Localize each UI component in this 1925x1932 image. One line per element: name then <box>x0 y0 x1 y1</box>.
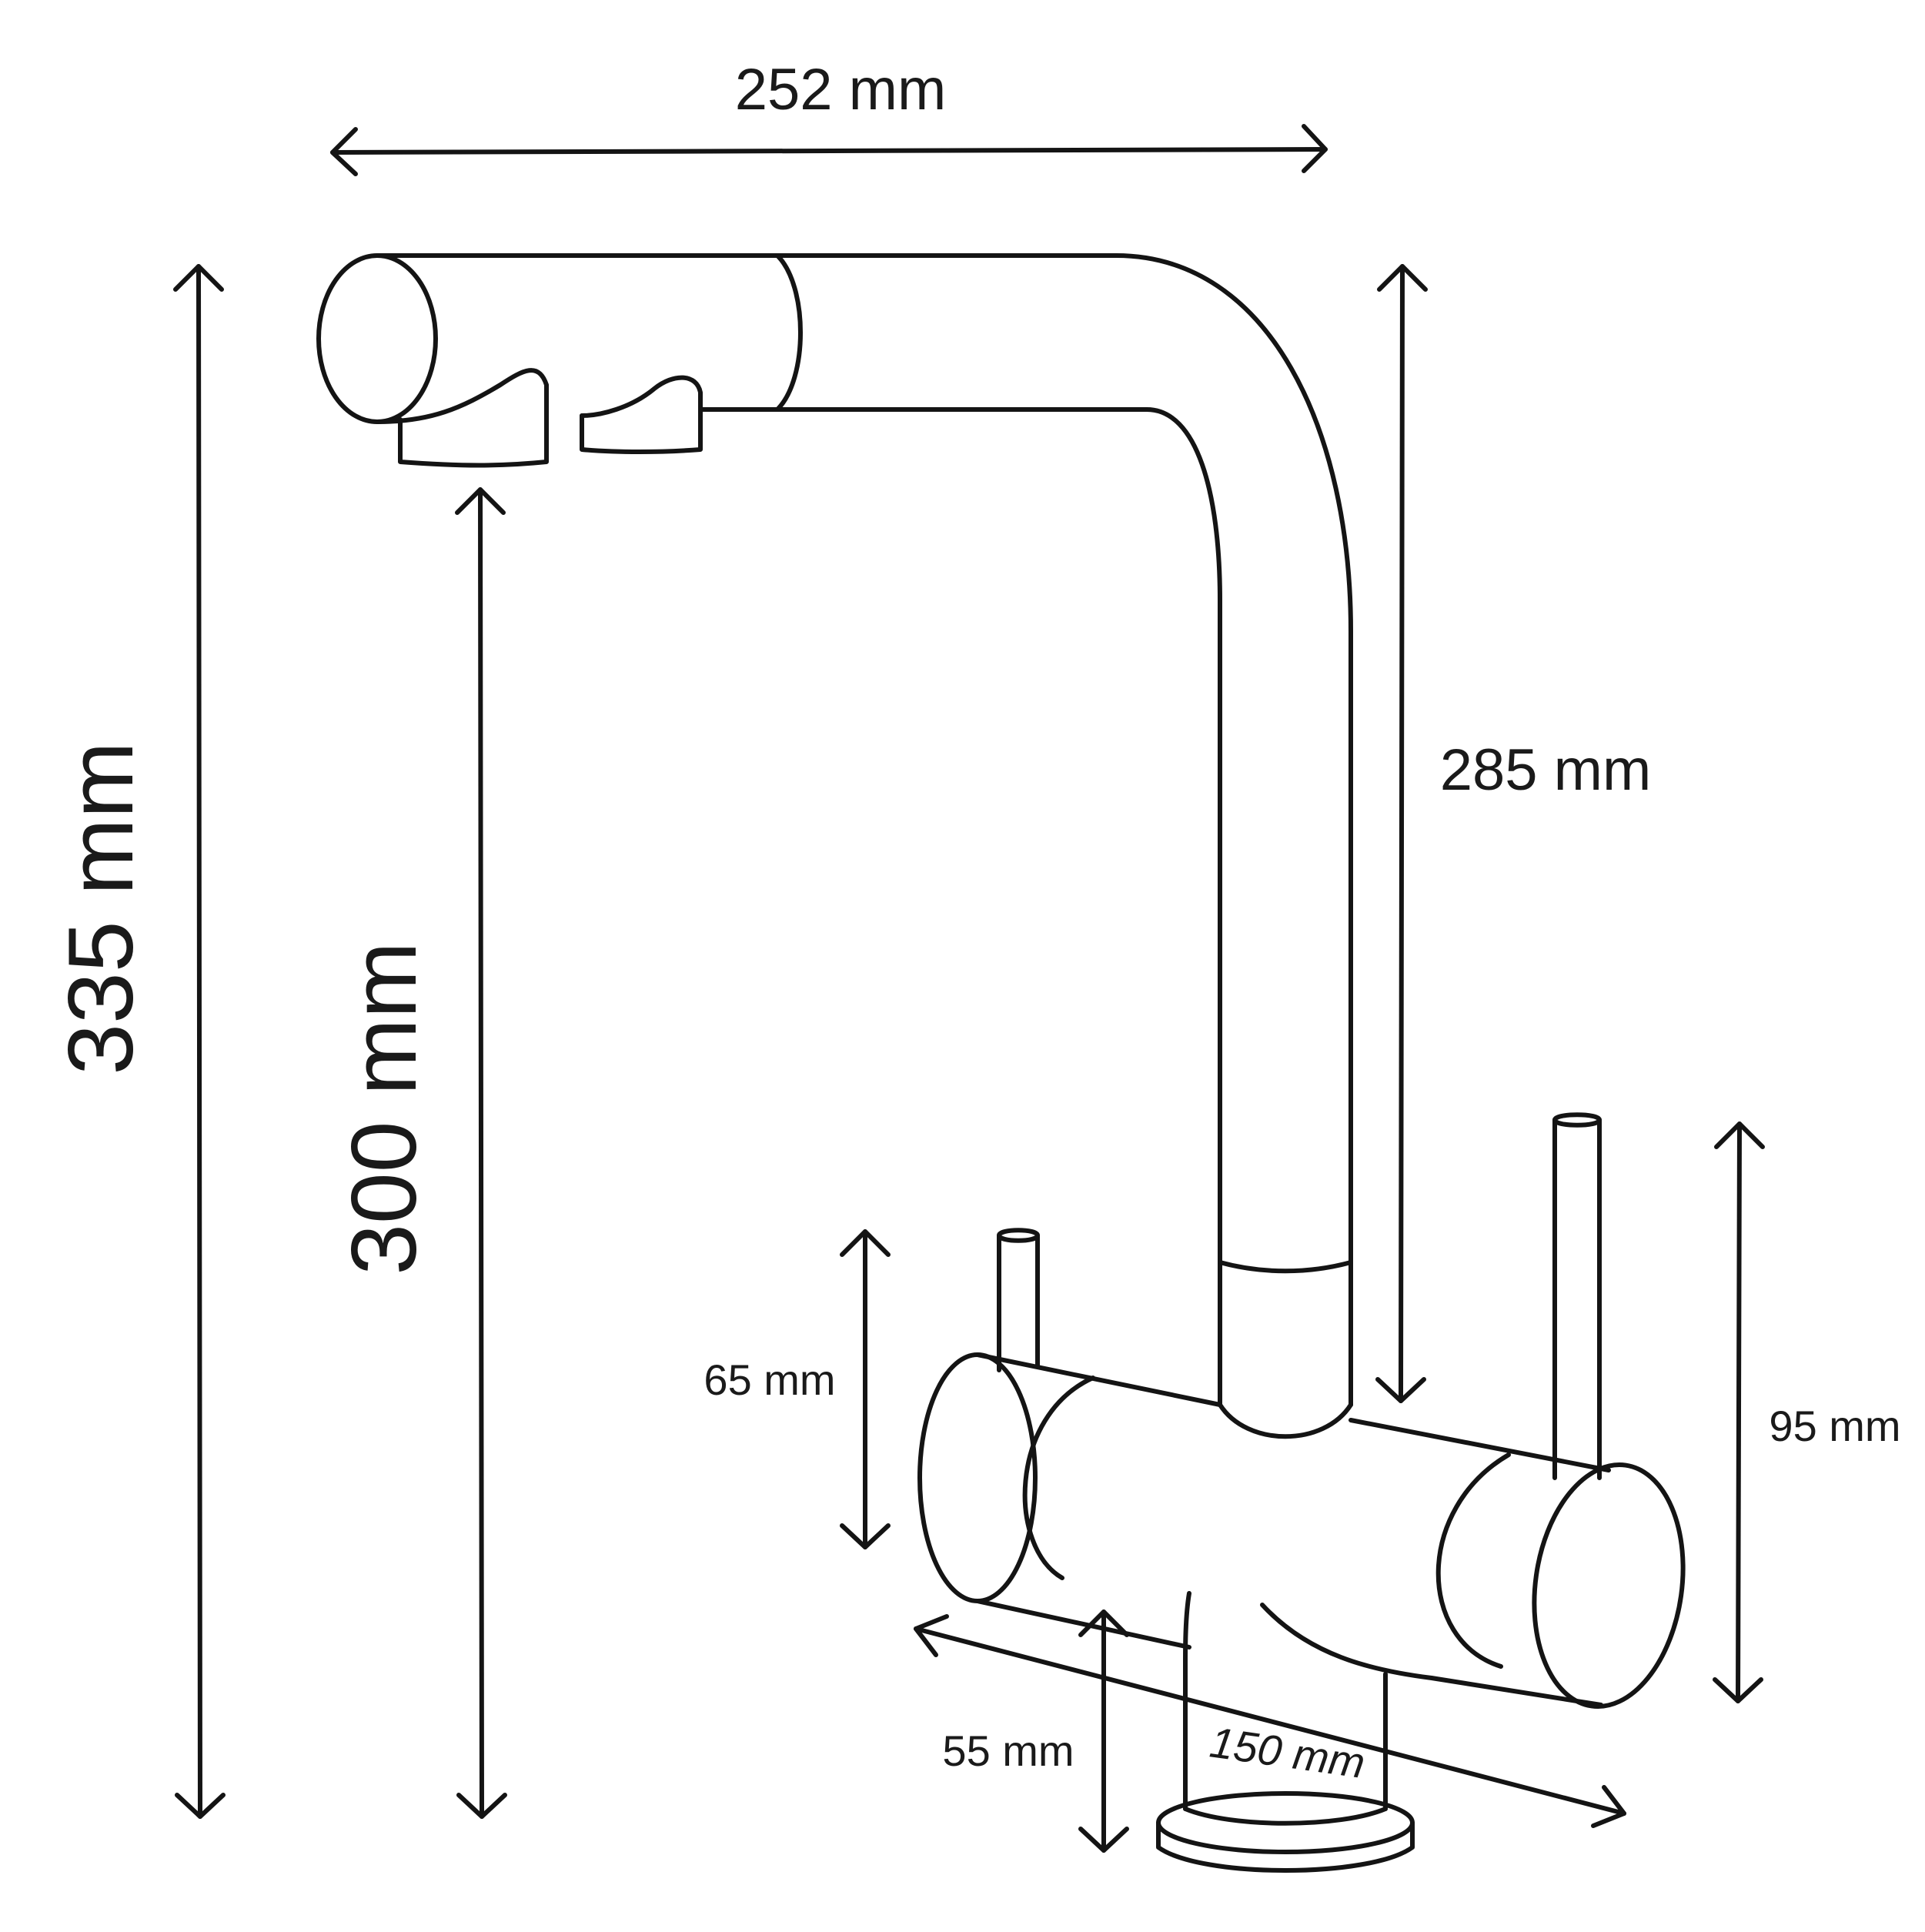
spout-reach-arrow <box>330 124 1328 176</box>
body-width-arrow <box>914 1614 1626 1828</box>
spout-height-label: 285 mm <box>1440 737 1652 803</box>
total-height-label: 335 mm <box>49 741 152 1075</box>
left-lever-height-arrow <box>840 1229 891 1549</box>
right-lever-height-label: 95 mm <box>1769 1402 1900 1450</box>
total-height-arrow <box>173 264 226 1819</box>
base-height-arrow <box>1078 1609 1129 1853</box>
left-lever-height-label: 65 mm <box>703 1355 835 1404</box>
base-height-label: 55 mm <box>942 1726 1074 1775</box>
faucet-outline <box>316 253 1686 1873</box>
dimension-lines <box>173 124 1765 1853</box>
spout-height-arrow <box>1375 264 1428 1403</box>
spout-arm <box>775 253 1353 1439</box>
outlet-height-arrow <box>455 487 507 1819</box>
spout-head <box>316 253 803 468</box>
right-lever <box>1552 1112 1602 1480</box>
dimension-labels: 252 mm 335 mm 300 mm 285 mm 65 mm 95 mm … <box>49 57 1901 1787</box>
left-lever <box>997 1228 1040 1372</box>
spout-reach-label: 252 mm <box>735 57 947 122</box>
right-lever-height-arrow <box>1713 1121 1765 1703</box>
outlet-height-label: 300 mm <box>333 941 436 1275</box>
body-width-label: 150 mm <box>1207 1717 1368 1787</box>
faucet-body <box>917 1352 1686 1710</box>
faucet-base <box>1156 1591 1415 1873</box>
